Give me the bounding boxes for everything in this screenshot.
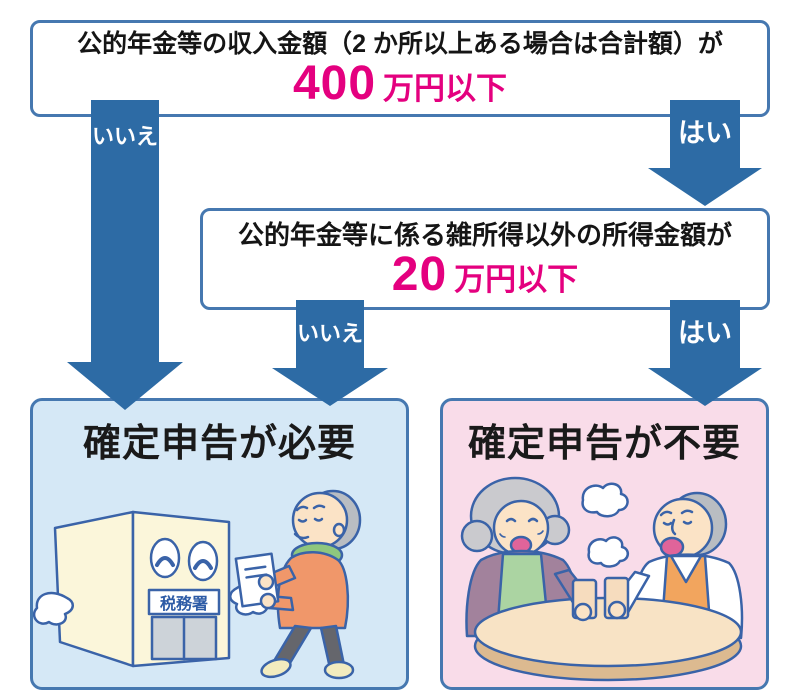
woman-hand [573, 602, 593, 622]
question-2-text: 公的年金等に係る雑所得以外の所得金額が [237, 219, 732, 250]
question-2-amount-line: 20 万円以下 [392, 251, 578, 299]
steam-cloud-icons [581, 482, 629, 568]
tax-office-and-man-illustration: 税務署 [33, 489, 362, 680]
result-required-title: 確定申告が必要 [82, 423, 356, 465]
result-box-filing-not-required: 確定申告が不要 [440, 398, 769, 690]
result-box-filing-required: 確定申告が必要 税務署 [30, 398, 409, 690]
question-1-amount-line: 400 万円以下 [293, 60, 507, 108]
arrow-label-q1-no: いいえ [91, 124, 158, 149]
elderly-man-walking-icon [234, 489, 362, 680]
table-icon [473, 596, 743, 682]
tax-office-building-icon: 税務署 [33, 510, 270, 668]
elderly-couple-illustration [460, 476, 744, 682]
arrow-label-q2-yes: はい [678, 318, 732, 348]
arrow-q2-no-down-icon [272, 300, 388, 406]
arrow-q1-yes-down-icon [648, 100, 762, 206]
tax-office-sign-label: 税務署 [160, 594, 208, 613]
arrow-label-q2-no: いいえ [296, 321, 363, 346]
question-1-amount: 400 [292, 57, 377, 111]
arrow-q1-no-down-icon [67, 100, 183, 410]
question-box-other-income: 公的年金等に係る雑所得以外の所得金額が 20 万円以下 [200, 208, 770, 310]
arrow-q2-yes-down-icon [648, 300, 762, 406]
arrow-label-q1-yes: はい [678, 118, 732, 148]
question-2-amount: 20 [391, 248, 448, 302]
question-2-unit: 万円以下 [454, 262, 579, 298]
question-1-unit: 万円以下 [383, 71, 508, 107]
man-hand [607, 600, 627, 620]
result-not-required-title: 確定申告が不要 [467, 423, 741, 465]
question-1-text: 公的年金等の収入金額（2 か所以上ある場合は合計額）が [77, 29, 723, 58]
